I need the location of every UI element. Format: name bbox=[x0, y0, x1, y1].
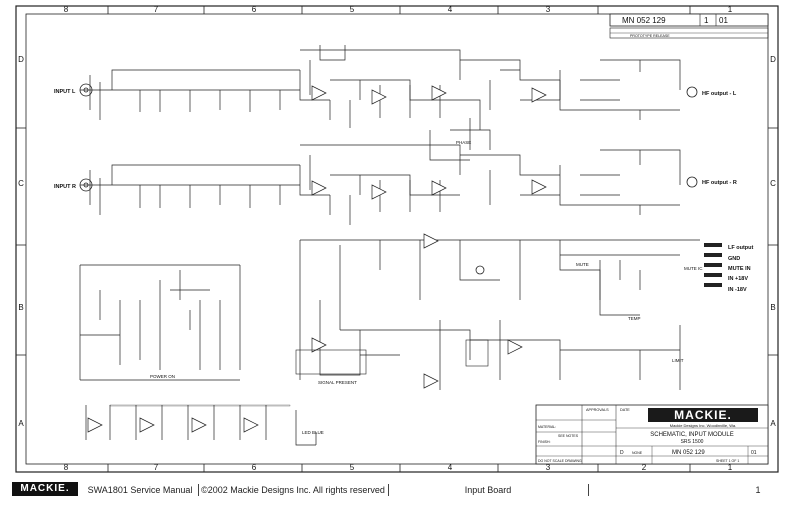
grid-col-label: 8 bbox=[64, 5, 69, 14]
grid-col-label: 4 bbox=[448, 5, 453, 14]
mackie-logo: MACKIE. bbox=[674, 408, 732, 422]
grid-col-label-bottom: 4 bbox=[448, 463, 453, 472]
input-l-label: INPUT L bbox=[54, 89, 76, 95]
do-not-scale: DO NOT SCALE DRAWING bbox=[538, 459, 582, 463]
grid-col-label-bottom: 3 bbox=[546, 463, 551, 472]
footer-section: Input Board bbox=[388, 484, 589, 496]
mute-in-label: MUTE IN bbox=[728, 266, 751, 272]
lf-output-label: LF output bbox=[728, 245, 754, 251]
title-size: D bbox=[620, 450, 624, 456]
rev-no: 01 bbox=[719, 16, 728, 25]
grid-col-label: 5 bbox=[350, 5, 355, 14]
hf-output-r-label: HF output - R bbox=[702, 180, 737, 186]
grid-col-label-bottom: 7 bbox=[154, 463, 159, 472]
connector-symbols bbox=[79, 83, 698, 407]
grid-col-label: 2 bbox=[642, 463, 647, 472]
footer-spacer bbox=[588, 484, 738, 496]
sheet-inner-border bbox=[25, 13, 769, 465]
company-sub: Mackie Designs Inc. Woodinville, Wa. bbox=[670, 423, 736, 428]
footer-page-number: 1 bbox=[755, 485, 761, 495]
drawing-subtitle: SRS 1500 bbox=[681, 439, 704, 445]
grid-col-label-bottom: 6 bbox=[252, 463, 257, 472]
footer-brand-logo: MACKIE. bbox=[12, 482, 78, 496]
input-r-label: INPUT R bbox=[54, 184, 76, 190]
grid-row-label-right: D bbox=[770, 55, 776, 64]
approvals-label: APPROVALS bbox=[586, 408, 609, 412]
led-blue-label: LED BLUE bbox=[302, 430, 324, 435]
grid-ticks bbox=[16, 6, 778, 472]
grid-col-label: 3 bbox=[546, 5, 551, 14]
hf-output-l-label: HF output - L bbox=[702, 91, 737, 97]
in-pos-label: IN +18V bbox=[728, 276, 748, 282]
grid-row-label: B bbox=[18, 303, 23, 312]
phase-label: PHASE bbox=[456, 140, 471, 145]
footer-manual: SWA1801 Service Manual bbox=[82, 484, 199, 496]
limit-label: LIMIT bbox=[672, 358, 684, 363]
footer-copyright: ©2002 Mackie Designs Inc. All rights res… bbox=[198, 484, 389, 496]
mute-ic-label: MUTE IC bbox=[684, 266, 703, 271]
doc-number: MN 052 129 bbox=[622, 16, 666, 25]
grid-row-label: A bbox=[18, 419, 24, 428]
grid-row-label-right: C bbox=[770, 179, 776, 188]
grid-col-label-bottom: 8 bbox=[64, 463, 69, 472]
schematic-wiring bbox=[79, 45, 700, 446]
grid-col-label-bottom: 1 bbox=[728, 463, 733, 472]
title-rev: 01 bbox=[751, 450, 757, 456]
title-sheet: SHEET 1 OF 1 bbox=[716, 459, 739, 463]
grid-col-label-bottom: 5 bbox=[350, 463, 355, 472]
finish-label: FINISH: bbox=[538, 440, 550, 444]
grid-col-label: 1 bbox=[728, 5, 733, 14]
revision-note: PROTOTYPE RELEASE bbox=[630, 34, 670, 38]
in-neg-label: IN -18V bbox=[728, 287, 747, 293]
doc-number-box: MN 052 129 1 01 PROTOTYPE RELEASE bbox=[609, 13, 769, 39]
opamp-symbols bbox=[87, 85, 547, 433]
footer-bar: MACKIE. SWA1801 Service Manual ©2002 Mac… bbox=[0, 480, 793, 513]
grid-col-label: 7 bbox=[154, 5, 159, 14]
drawing-title: SCHEMATIC, INPUT MODULE bbox=[650, 432, 733, 438]
date-label: DATE bbox=[620, 408, 630, 412]
title-block: MACKIE. Mackie Designs Inc. Woodinville,… bbox=[535, 404, 769, 465]
temp-label: TEMP bbox=[628, 316, 641, 321]
sheet-no: 1 bbox=[704, 16, 709, 25]
grid-row-label-right: B bbox=[770, 303, 775, 312]
grid-row-label: C bbox=[18, 179, 24, 188]
output-terminals bbox=[704, 243, 722, 287]
sheet-border bbox=[15, 5, 779, 473]
mute-label: MUTE bbox=[576, 262, 589, 267]
grid-col-label: 6 bbox=[252, 5, 257, 14]
power-on-label: POWER ON bbox=[150, 374, 175, 379]
material-label: MATERIAL: bbox=[538, 425, 556, 429]
signal-present-label: SIGNAL PRESENT bbox=[318, 380, 357, 385]
grid-row-label: D bbox=[18, 55, 24, 64]
grid-row-label-right: A bbox=[770, 419, 776, 428]
title-scale: NONE bbox=[632, 451, 643, 455]
title-doc-number: MN 052 129 bbox=[672, 450, 705, 456]
gnd-label: GND bbox=[728, 256, 740, 262]
see-notes-label: SEE NOTES bbox=[558, 434, 579, 438]
